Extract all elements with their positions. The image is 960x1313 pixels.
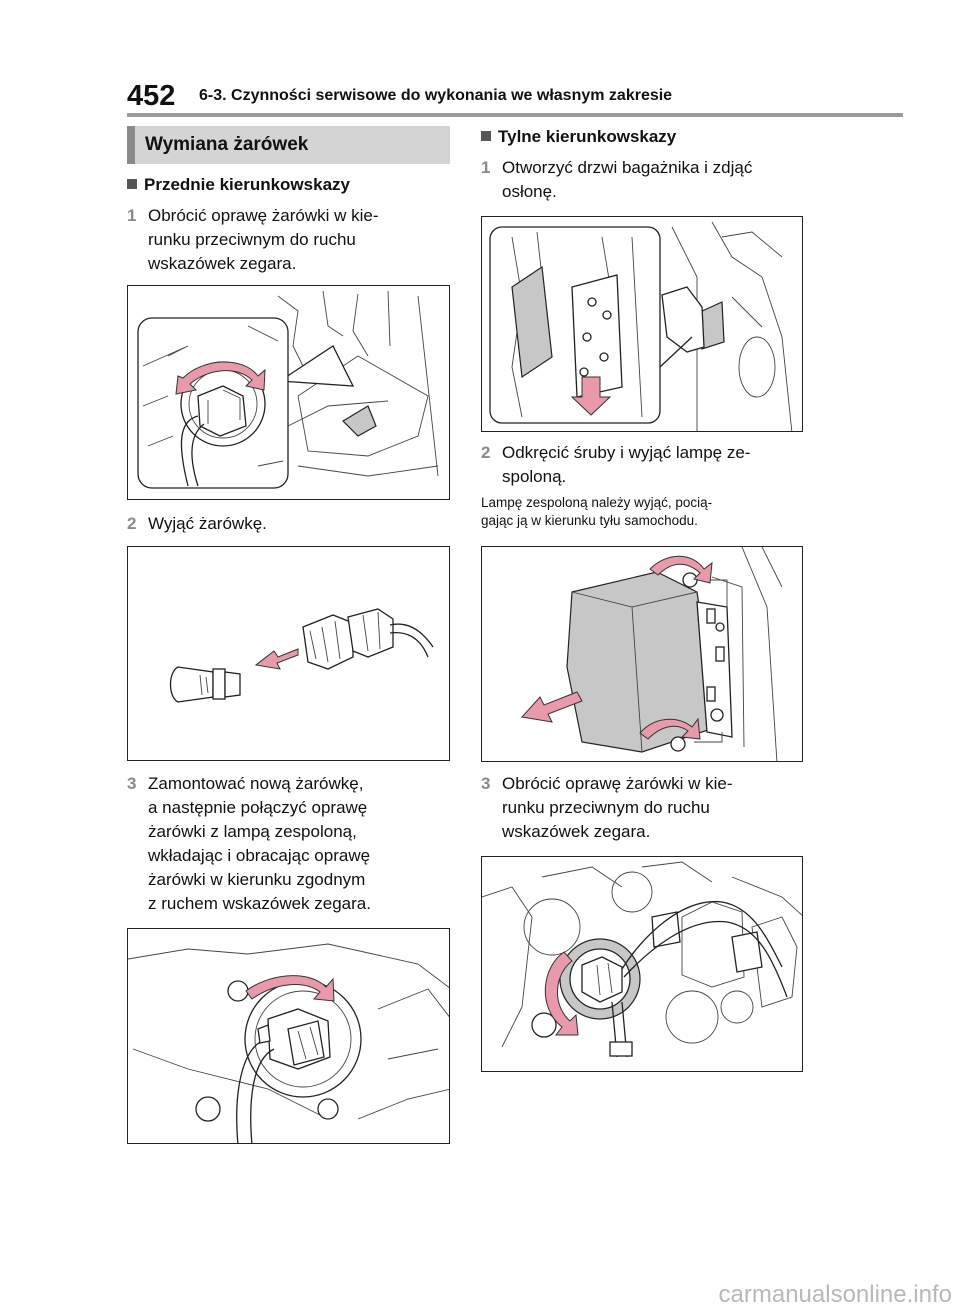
step-text: Zamontować nową żarówkę, a następnie poł…: [148, 774, 371, 913]
subheading-rear-indicators: Tylne kierunkowskazy: [481, 126, 676, 148]
subheading-text: Tylne kierunkowskazy: [498, 127, 677, 146]
left-step-1: 1 Obrócić oprawę żarówki w kie- runku pr…: [127, 204, 447, 278]
chapter-title: 6-3. Czynności serwisowe do wykonania we…: [199, 87, 673, 104]
right-step-1: 1 Otworzyć drzwi bagażnika i zdjąć osłon…: [481, 156, 811, 206]
figure-rear-lamp-removal: [481, 546, 803, 762]
step-number: 3: [481, 774, 491, 793]
step-number: 1: [127, 206, 137, 225]
figure-front-socket-removal: [127, 285, 450, 500]
right-step-3: 3 Obrócić oprawę żarówki w kie- runku pr…: [481, 772, 811, 846]
left-step-3: 3 Zamontować nową żarówkę, a następnie p…: [127, 772, 447, 920]
header-rule: [127, 113, 903, 117]
square-bullet-icon: [127, 179, 137, 189]
page-number: 452: [127, 80, 176, 112]
step-text: Odkręcić śruby i wyjąć lampę ze- spoloną…: [502, 443, 751, 486]
note-pull-toward-rear: Lampę zespoloną należy wyjąć, pocią- gaj…: [481, 495, 713, 528]
watermark: carmanualsonline.info: [718, 1281, 952, 1308]
section-title: Wymiana żarówek: [145, 134, 309, 155]
figure-rear-socket-removal: [481, 856, 803, 1072]
step-text: Obrócić oprawę żarówki w kie- runku prze…: [148, 206, 379, 273]
subheading-front-indicators: Przednie kierunkowskazy: [127, 174, 350, 196]
page-header: 452 6-3. Czynności serwisowe do wykonani…: [127, 80, 903, 117]
step-number: 1: [481, 158, 491, 177]
subheading-text: Przednie kierunkowskazy: [144, 175, 350, 194]
step-number: 2: [127, 514, 137, 533]
section-heading: Wymiana żarówek: [127, 126, 450, 164]
square-bullet-icon: [481, 131, 491, 141]
step-text: Obrócić oprawę żarówki w kie- runku prze…: [502, 774, 733, 841]
step-number: 2: [481, 443, 491, 462]
figure-socket-install: [127, 928, 450, 1144]
step-text: Otworzyć drzwi bagażnika i zdjąć osłonę.: [502, 158, 753, 201]
step-text: Wyjąć żarówkę.: [148, 514, 267, 533]
figure-rear-cover-removal: [481, 216, 803, 432]
left-step-2: 2 Wyjąć żarówkę.: [127, 512, 447, 538]
step-number: 3: [127, 774, 137, 793]
figure-bulb-removal: [127, 546, 450, 761]
right-step-2: 2 Odkręcić śruby i wyjąć lampę ze- spolo…: [481, 441, 811, 491]
